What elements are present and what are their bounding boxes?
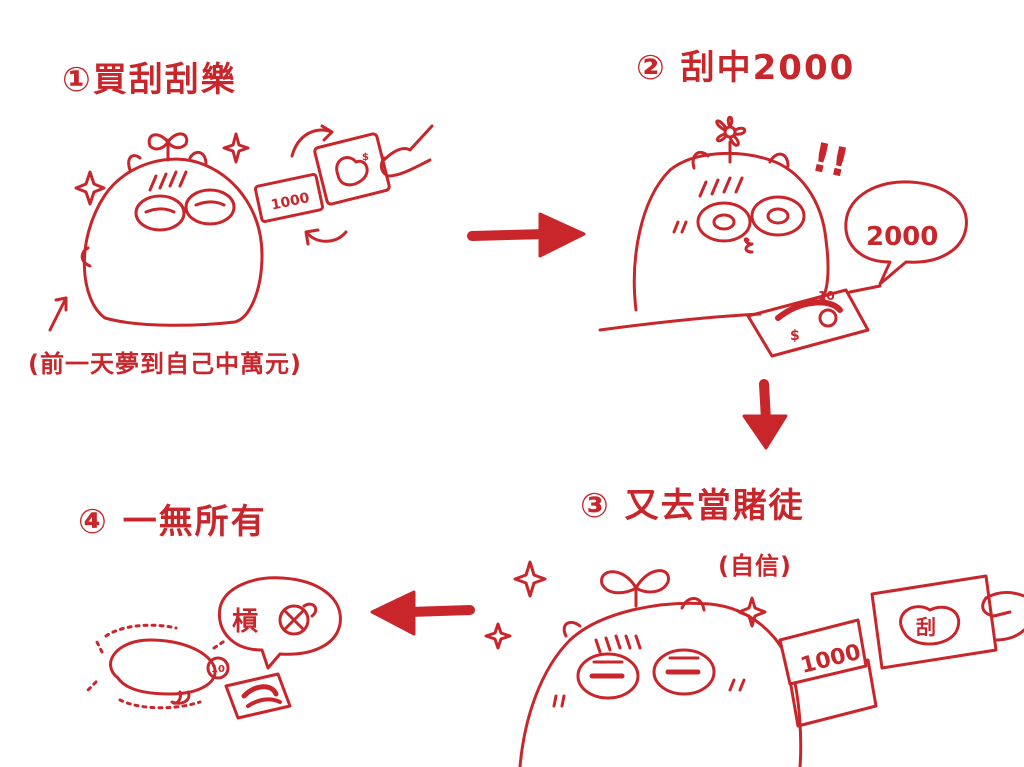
bill-icon: 1000 [778,618,878,728]
arrow-icon [48,296,68,332]
arrow-left-1 [370,590,475,636]
scratch-ticket-icon: 刮 [870,574,998,670]
arrow-down-1 [742,379,788,450]
scratch-ticket-icon: $ [313,132,391,206]
exclaim-text: !! [808,134,853,187]
svg-text:$: $ [362,152,369,163]
curved-arrow-icon [306,230,348,243]
sparkle-icon [74,170,106,206]
speech-bubble: 2000 [844,180,968,286]
sprout-icon [147,132,189,162]
panel-1-bill-label: 1000 [270,190,312,214]
curved-arrow-icon [290,128,334,158]
glasses-icon [134,188,236,232]
panel-4-ticket-value: 10 [211,664,225,675]
panel-3-art: 1000 刮 [484,560,1024,767]
sprout-icon [600,569,670,608]
panel-2-bubble-text: 2000 [866,222,938,252]
panel-1-title: ①買刮刮樂 [62,60,237,100]
coin-icon [206,656,230,680]
sparkle-icon [513,560,547,598]
sparkle-icon [484,622,512,650]
svg-text:$: $ [790,328,800,344]
panel-2-art: !! 2000 $ 10 [598,115,968,358]
scratch-ticket-icon [224,672,292,720]
bill-icon: 1000 [253,173,325,223]
hand-icon [382,124,434,162]
panel-4-character [109,638,217,696]
panel-2-character [632,152,830,312]
speech-bubble: 槓 [217,576,342,670]
x-mark-icon [278,604,310,636]
scratch-ticket-icon: $ 10 [746,288,870,358]
sparkle-icon [222,132,250,164]
panel-4-bubble-text: 槓 [232,607,258,637]
hand-icon [984,591,1024,600]
panel-3-note: (自信) [718,552,792,580]
panel-1-art: 1000 $ [48,124,434,332]
panel-2-title: ② 刮中2000 [636,48,856,88]
panel-4-title: ④ 一無所有 [78,502,267,542]
glasses-icon [576,648,716,700]
panel-2-ticket-value: 10 [818,289,835,303]
panel-4-art: 槓 10 [86,576,342,720]
panel-3-character [518,601,803,767]
panel-3-title: ③ 又去當賭徒 [580,486,805,526]
glasses-icon [696,195,806,243]
panel-3-ticket-label: 刮 [916,615,936,639]
panel-1-note: (前一天夢到自己中萬元) [28,350,302,378]
flower-icon [715,115,747,164]
panel-1-character [82,157,264,327]
arrow-right-1 [467,212,586,258]
sparkle-icon [737,596,767,628]
